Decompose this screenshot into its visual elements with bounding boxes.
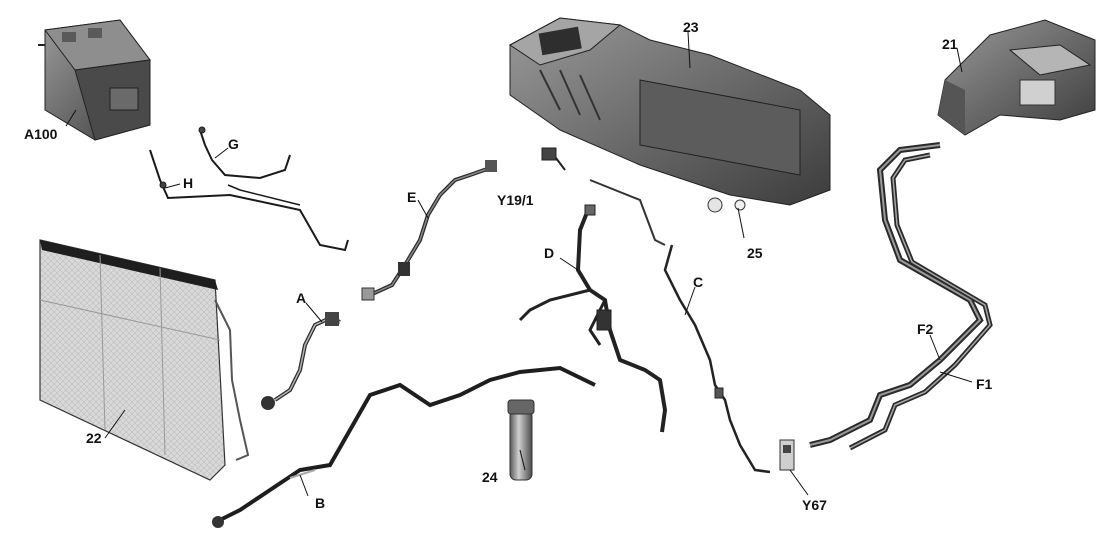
condenser-22 xyxy=(39,239,250,481)
label-a100: A100 xyxy=(24,126,58,142)
label-24: 24 xyxy=(482,469,498,485)
label-21: 21 xyxy=(942,36,958,52)
label-a: A xyxy=(296,290,307,306)
a100-control-unit xyxy=(38,19,151,141)
label-f1: F1 xyxy=(976,376,993,392)
label-g: G xyxy=(228,136,239,152)
c-line xyxy=(663,244,771,474)
d-line xyxy=(518,204,668,433)
label-b: B xyxy=(315,495,326,511)
label-e: E xyxy=(407,189,417,205)
label-23: 23 xyxy=(683,19,699,35)
hvac-module-23 xyxy=(509,17,831,246)
label-y19-1: Y19/1 xyxy=(497,192,534,208)
b-hose xyxy=(212,365,596,528)
leader-lines xyxy=(65,31,973,497)
label-22: 22 xyxy=(86,430,102,446)
h-g-lines xyxy=(149,126,349,252)
a-hose xyxy=(261,312,341,410)
label-25: 25 xyxy=(747,245,763,261)
f1-f2-pipes xyxy=(809,142,993,451)
label-c: C xyxy=(693,274,704,290)
y19-1-valve xyxy=(541,147,566,171)
e-hose xyxy=(361,160,497,301)
label-h: H xyxy=(183,175,194,191)
label-d: D xyxy=(544,245,555,261)
label-y67: Y67 xyxy=(802,497,827,513)
receiver-drier-24 xyxy=(507,399,535,481)
y67-valve xyxy=(779,439,795,471)
label-f2: F2 xyxy=(917,321,934,337)
blower-unit-21 xyxy=(937,19,1096,136)
